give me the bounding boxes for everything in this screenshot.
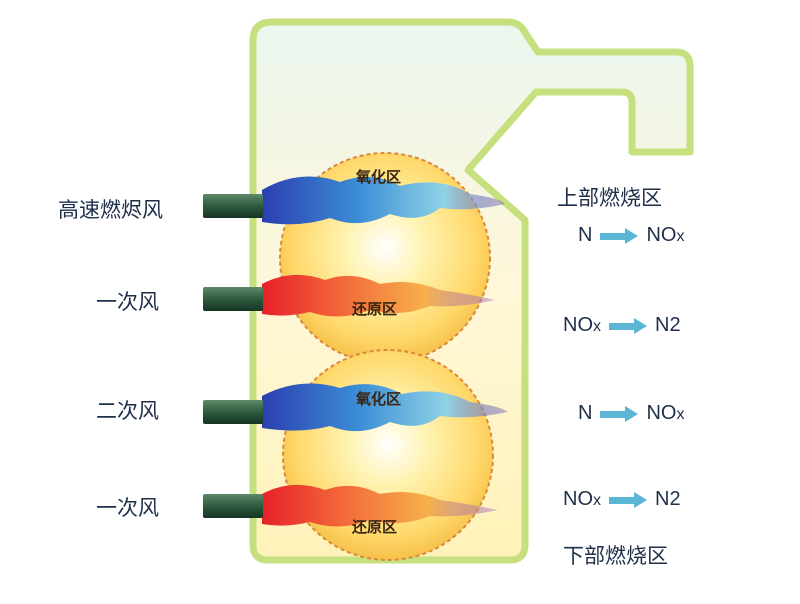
reaction-1: N NOx xyxy=(578,224,684,247)
inlet-label-secondary-air: 二次风 xyxy=(96,399,159,423)
arrow-icon xyxy=(609,317,647,334)
upper-blue-flame xyxy=(262,176,505,225)
arrow-icon xyxy=(600,405,639,422)
reaction-2-from: NOx xyxy=(563,314,601,336)
inlet-label-burnout-air: 高速燃烬风 xyxy=(58,198,163,222)
reaction-3: N NOx xyxy=(578,402,684,425)
zone-label-lower-oxidation: 氧化区 xyxy=(356,390,402,408)
reaction-2: NOx N2 xyxy=(563,314,681,337)
reaction-2-to: N2 xyxy=(655,314,681,336)
region-label-lower: 下部燃烧区 xyxy=(563,544,668,568)
reaction-4-from: NOx xyxy=(563,488,601,510)
inlet-pipe-2 xyxy=(203,287,263,311)
reaction-4-to: N2 xyxy=(655,488,681,510)
reaction-1-to: NOx xyxy=(646,224,685,246)
reaction-3-from: N xyxy=(578,402,593,424)
arrow-icon xyxy=(609,491,647,508)
inlet-pipe-4 xyxy=(203,494,263,518)
zone-label-upper-reduction: 还原区 xyxy=(352,300,398,318)
inlet-label-primary-air-lower: 一次风 xyxy=(96,496,159,520)
reaction-3-to: NOx xyxy=(646,402,685,424)
inlet-pipe-3 xyxy=(203,400,263,424)
inlet-label-primary-air: 一次风 xyxy=(96,290,159,314)
lower-blue-flame xyxy=(262,383,508,432)
lower-red-flame xyxy=(262,484,498,527)
arrow-icon xyxy=(600,227,639,244)
reaction-4: NOx N2 xyxy=(563,488,681,511)
inlet-pipe-1 xyxy=(203,194,263,218)
upper-red-flame xyxy=(262,274,495,317)
zone-label-lower-reduction: 还原区 xyxy=(352,518,398,536)
region-label-upper: 上部燃烧区 xyxy=(557,186,662,210)
reaction-1-from: N xyxy=(578,224,593,246)
zone-label-upper-oxidation: 氧化区 xyxy=(356,168,402,186)
